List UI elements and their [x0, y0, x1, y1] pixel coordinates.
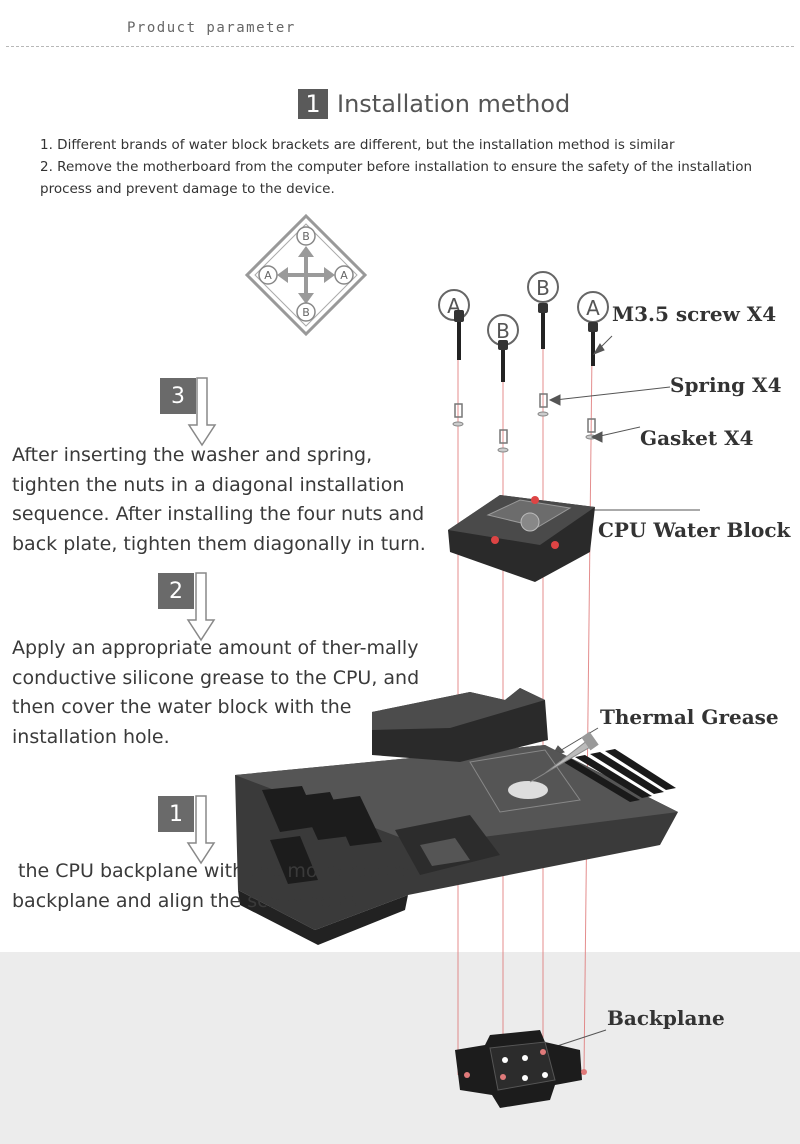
screw-a-left: A [438, 289, 470, 360]
screw-a-right-letter: A [586, 296, 600, 320]
diamond-b-top: B [302, 230, 310, 243]
label-gasket: Gasket X4 [640, 426, 754, 450]
label-water-block: CPU Water Block [598, 518, 791, 542]
direction-arrows-icon [277, 246, 335, 304]
step-1-text: the CPU backplane with the motherboard b… [12, 860, 418, 912]
diamond-a-right: A [340, 269, 348, 282]
backplane-background [0, 952, 800, 1144]
section-title: 1 Installation method [298, 88, 570, 120]
diamond-b-bottom: B [302, 306, 310, 319]
section-number: 1 [298, 89, 328, 119]
cpu-water-block [448, 495, 595, 582]
header-label: Product parameter [127, 20, 296, 36]
label-spring: Spring X4 [670, 373, 782, 397]
thermal-grease-syringe-icon [529, 731, 599, 783]
screw-b-left-letter: B [496, 319, 510, 343]
screw-b-right: B [527, 271, 559, 349]
step-3-arrow-icon [187, 377, 217, 447]
step-3-badge: 3 [160, 378, 196, 414]
springs [454, 393, 596, 444]
motherboard [235, 688, 678, 945]
step-2-badge: 2 [158, 573, 194, 609]
label-backplane: Backplane [607, 1006, 725, 1030]
step-3-text: After inserting the washer and spring, t… [12, 444, 426, 555]
note-2: 2. Remove the motherboard from the compu… [40, 159, 753, 197]
screw-a-right: A [577, 291, 609, 366]
step-2-arrow-icon [186, 572, 216, 642]
step-2-text: Apply an appropriate amount of ther-mall… [12, 637, 420, 748]
label-thermal-grease: Thermal Grease [600, 705, 779, 729]
diamond-a-left: A [264, 269, 272, 282]
direction-diamond: B B A A [244, 213, 368, 337]
label-screw: M3.5 screw X4 [612, 302, 777, 326]
gaskets [452, 411, 597, 453]
step-1-badge: 1 [158, 796, 194, 832]
cpu-backplane [455, 1030, 587, 1108]
note-1: 1. Different brands of water block brack… [40, 137, 675, 153]
section-title-text: Installation method [337, 90, 571, 118]
header-divider [6, 46, 794, 47]
screw-b-left: B [487, 314, 519, 382]
step-1-arrow-icon [186, 795, 216, 865]
screw-b-right-letter: B [536, 276, 550, 300]
step-arrows [186, 377, 217, 865]
